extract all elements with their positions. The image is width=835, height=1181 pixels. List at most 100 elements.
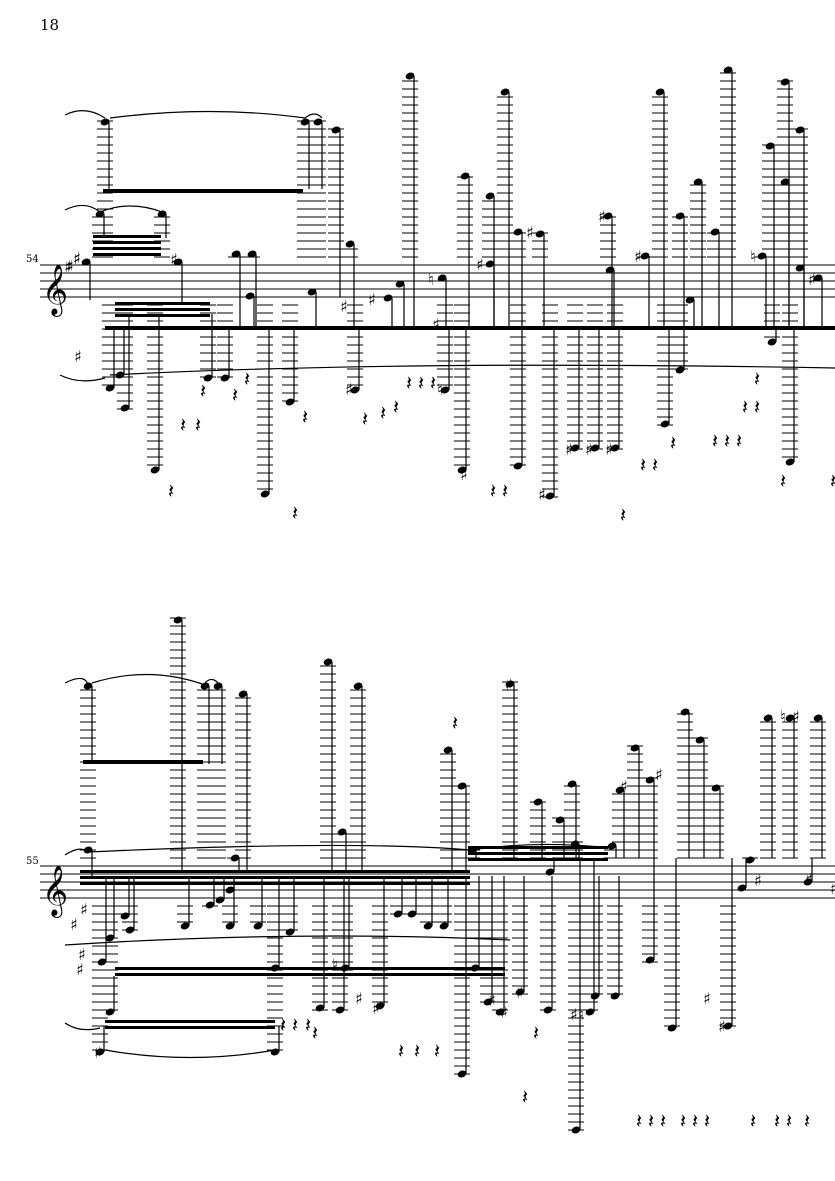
note-head — [423, 922, 433, 930]
note-head — [405, 72, 415, 80]
quarter-rest-icon: 𝄽 — [830, 469, 835, 493]
note-head — [393, 910, 403, 918]
sharp-icon: ♯ — [355, 989, 363, 1008]
rests: 𝄽𝄽𝄽𝄽𝄽𝄽𝄽𝄽𝄽𝄽𝄽𝄽𝄽𝄽𝄽𝄽𝄽𝄽𝄽𝄽 — [280, 711, 810, 1133]
note-head — [215, 896, 225, 904]
note-head — [337, 828, 347, 836]
note-head — [439, 922, 449, 930]
quarter-rest-icon: 𝄽 — [736, 429, 742, 453]
note-head — [780, 78, 790, 86]
note-head — [457, 782, 467, 790]
quarter-rest-icon: 𝄽 — [724, 429, 730, 453]
sharp-icon: ♯ — [526, 223, 534, 242]
note-head — [225, 886, 235, 894]
sharp-icon: ♯ — [620, 777, 628, 796]
note-head — [545, 492, 555, 500]
sharp-icon: ♯ — [585, 440, 593, 459]
sharp-icon: ♯ — [634, 247, 642, 266]
note-head — [105, 934, 115, 942]
note-head — [437, 274, 447, 282]
note-head — [675, 212, 685, 220]
sharp-icon: ♯ — [655, 765, 663, 784]
note-head — [97, 958, 107, 966]
quarter-rest-icon: 𝄽 — [398, 1039, 404, 1063]
quarter-rest-icon: 𝄽 — [195, 413, 201, 437]
note-head — [645, 956, 655, 964]
note-head — [313, 118, 323, 126]
quarter-rest-icon: 𝄽 — [620, 503, 626, 527]
note-head — [180, 922, 190, 930]
quarter-rest-icon: 𝄽 — [168, 479, 174, 503]
sharp-icon: ♯ — [754, 871, 762, 890]
sharp-icon: ♯ — [500, 1003, 508, 1022]
sharp-icon: ♯ — [565, 440, 573, 459]
sharp-icon: ♯ — [598, 207, 606, 226]
note-head — [205, 901, 215, 909]
svg-text:♯: ♯ — [66, 257, 74, 276]
quarter-rest-icon: 𝄽 — [774, 1109, 780, 1133]
note-head — [120, 912, 130, 920]
note-head — [335, 1006, 345, 1014]
quarter-rest-icon: 𝄽 — [430, 371, 436, 395]
note-head — [660, 420, 670, 428]
music-system-1: 𝄞 ♯ ♯ ♯♯♯♯♯♯♯♯♯♯♯♯♯♯♯♯♯♯♮♮♮ 𝄽𝄽𝄽𝄽𝄽𝄽𝄽𝄽𝄽𝄽𝄽𝄽… — [40, 66, 835, 527]
note-head — [120, 404, 130, 412]
quarter-rest-icon: 𝄽 — [414, 1039, 420, 1063]
sharp-icon: ♯ — [830, 879, 835, 898]
note-head — [238, 690, 248, 698]
note-head — [767, 338, 777, 346]
note-head — [231, 250, 241, 258]
note-head — [710, 228, 720, 236]
quarter-rest-icon: 𝄽 — [232, 383, 238, 407]
note-head — [500, 88, 510, 96]
note-head — [655, 88, 665, 96]
beams — [93, 189, 835, 330]
note-stems — [89, 70, 823, 496]
note-head — [457, 1070, 467, 1078]
quarter-rest-icon: 𝄽 — [180, 413, 186, 437]
note-head — [81, 258, 91, 266]
accidentals: ♯♯♯♯♯♯♯♯♯♯♯♯♯♯♯♯♯♯♯♯♮♮♮ — [70, 675, 835, 1062]
note-head — [723, 1022, 733, 1030]
note-head — [495, 1008, 505, 1016]
quarter-rest-icon: 𝄽 — [434, 1039, 440, 1063]
note-head — [203, 374, 213, 382]
note-head — [610, 992, 620, 1000]
note-head — [300, 118, 310, 126]
note-head — [693, 178, 703, 186]
sharp-icon: ♯ — [345, 380, 353, 399]
note-head — [695, 736, 705, 744]
quarter-rest-icon: 𝄽 — [660, 1109, 666, 1133]
quarter-rest-icon: 𝄽 — [393, 395, 399, 419]
note-head — [615, 786, 625, 794]
note-head — [765, 142, 775, 150]
note-head — [345, 240, 355, 248]
note-head — [443, 746, 453, 754]
key-signature: ♯ ♯ — [66, 249, 81, 276]
note-head — [383, 294, 393, 302]
note-head — [225, 922, 235, 930]
svg-text:♯: ♯ — [73, 249, 81, 268]
note-head — [571, 1126, 581, 1134]
note-head — [440, 386, 450, 394]
note-head — [457, 466, 467, 474]
note-head — [125, 926, 135, 934]
measure-number: 55 — [26, 856, 39, 867]
quarter-rest-icon: 𝄽 — [533, 1021, 539, 1045]
quarter-rest-icon: 𝄽 — [704, 1109, 710, 1133]
natural-icon: ♮ — [428, 270, 434, 289]
note-head — [780, 178, 790, 186]
quarter-rest-icon: 𝄽 — [780, 469, 786, 493]
note-head — [605, 266, 615, 274]
note-head — [795, 126, 805, 134]
quarter-rest-icon: 𝄽 — [280, 1013, 286, 1037]
note-head — [83, 682, 93, 690]
note-head — [685, 296, 695, 304]
note-head — [220, 374, 230, 382]
quarter-rest-icon: 𝄽 — [754, 367, 760, 391]
ledger-lines — [92, 72, 808, 498]
sharp-icon: ♯ — [170, 250, 178, 269]
quarter-rest-icon: 𝄽 — [750, 1109, 756, 1133]
note-head — [253, 922, 263, 930]
quarter-rest-icon: 𝄽 — [362, 407, 368, 431]
